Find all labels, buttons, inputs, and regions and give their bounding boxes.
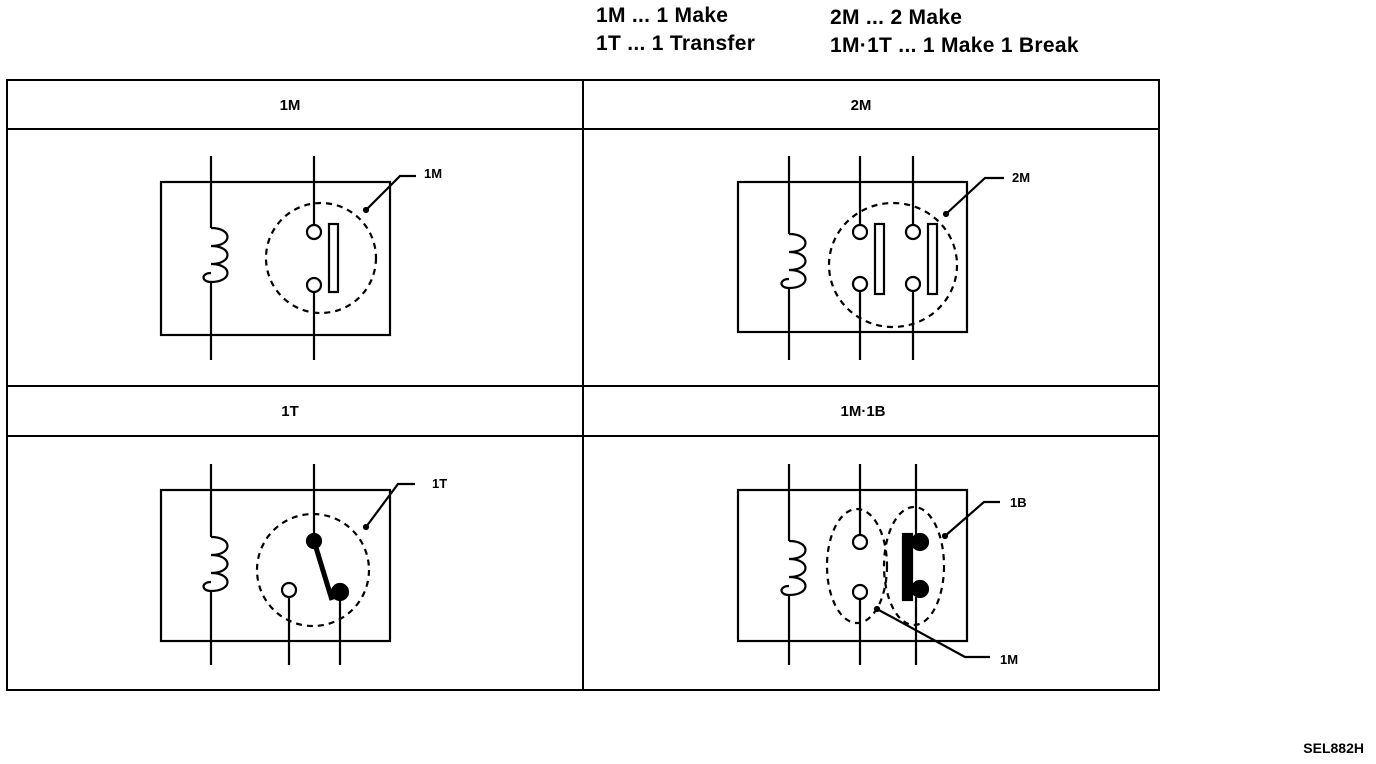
callout-1m-make: 1M [1000,652,1018,667]
contact-terminal-icon [851,223,869,241]
callout-dot [941,532,949,540]
figure-code: SEL882H [1303,740,1364,756]
legend-left: 1M ... 1 Make 1T ... 1 Transfer [596,2,755,58]
legend-1t: 1T ... 1 Transfer [596,32,756,55]
relay-housing [159,488,392,643]
contact-terminal-icon [851,275,869,293]
relay-housing [159,180,392,337]
callout-dot [362,206,370,214]
legend-1m1t: 1M·1T ... 1 Make 1 Break [830,34,1079,57]
coil-icon [202,226,229,284]
callout-dot [873,605,881,613]
callout-1m: 1M [424,166,442,181]
make-terminal-icon [851,583,869,601]
break-contact-bar [901,532,914,602]
callout-leader [945,176,1004,215]
relay-housing [736,180,969,334]
legend-2m: 2M ... 2 Make [830,6,963,29]
callout-leader-break [944,500,1000,537]
callout-leader [365,482,415,528]
contact-terminal-icon [305,276,323,294]
callout-1b: 1B [1010,495,1027,510]
contact-terminal-icon [904,223,922,241]
relay-housing [736,488,969,643]
callout-dot [942,210,950,218]
legend-1m: 1M ... 1 Make [596,4,729,27]
contact-terminal-icon [305,223,323,241]
relay-2m [736,156,1004,360]
relay-1m1b [736,464,1000,665]
coil-icon [202,535,229,593]
make-contact-bar [873,222,886,296]
transfer-terminal-icon [330,582,350,602]
callout-dot [362,523,370,531]
make-terminal-icon [851,533,869,551]
make-contact-bar [327,222,340,294]
header-2m: 2M [851,97,872,114]
contact-group-circle [255,512,371,628]
table-grid [6,79,1160,691]
callout-2m: 2M [1012,170,1030,185]
open-terminal-icon [280,581,298,599]
header-1m: 1M [280,97,301,114]
coil-icon [780,539,807,597]
transfer-arm [311,540,335,601]
contact-group-circle [827,201,959,329]
header-1t: 1T [281,403,299,420]
contact-group-circle [264,201,378,315]
relay-1m [159,156,416,360]
break-terminal-icon [910,579,930,599]
callout-leader [365,174,416,211]
contact-terminal-icon [904,275,922,293]
break-group-ellipse [882,505,946,627]
legend-right: 2M ... 2 Make 1M·1T ... 1 Make 1 Break [830,4,1079,60]
make-group-ellipse [825,507,889,625]
break-terminal-icon [910,532,930,552]
relay-1t [159,464,415,665]
callout-1t: 1T [432,476,447,491]
callout-leader-make [876,608,990,659]
make-contact-bar [926,222,939,296]
coil-icon [780,232,807,290]
header-1m1b: 1M·1B [840,403,885,420]
